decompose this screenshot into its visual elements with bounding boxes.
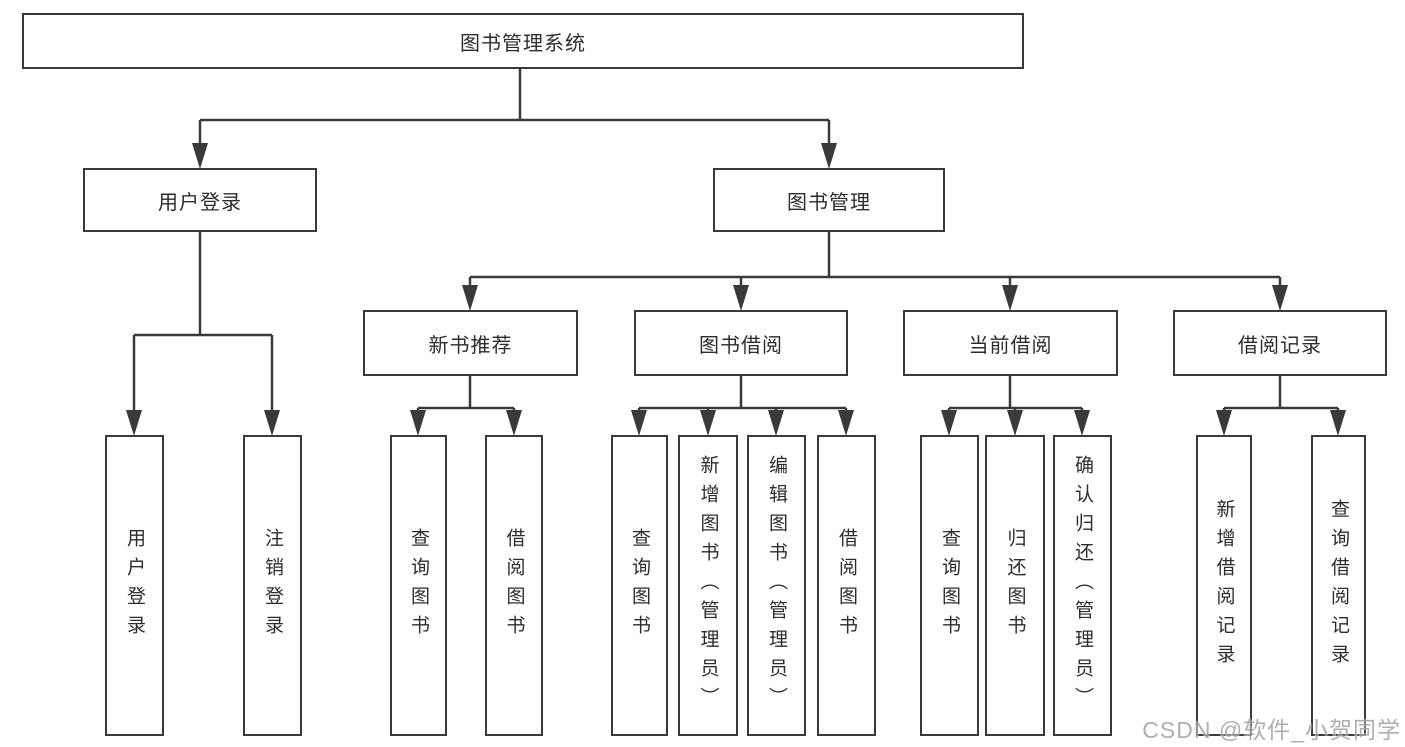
- leaf-logout-label: 注销登录: [262, 527, 283, 644]
- leaf-query-books-borrow-label: 查询图书: [629, 527, 650, 644]
- leaf-add-book-admin-label: 新增图书（管理员）: [697, 455, 719, 716]
- node-user-login: 用户登录: [83, 168, 317, 232]
- leaf-user-login-label: 用户登录: [124, 527, 145, 644]
- leaf-query-books-recommend: 查询图书: [390, 435, 447, 736]
- node-book-management: 图书管理: [713, 168, 945, 232]
- arrowhead: [768, 410, 784, 436]
- arrowhead: [1007, 410, 1023, 436]
- node-root: 图书管理系统: [22, 13, 1024, 69]
- leaf-edit-book-admin: 编辑图书（管理员）: [747, 435, 806, 736]
- arrowhead: [462, 285, 478, 311]
- arrowhead: [1074, 410, 1090, 436]
- arrowhead: [1330, 410, 1346, 436]
- leaf-query-books-current: 查询图书: [920, 435, 979, 736]
- arrowhead: [700, 410, 716, 436]
- arrowheads: [126, 143, 1346, 436]
- node-new-book-recommendation: 新书推荐: [363, 310, 578, 376]
- arrowhead: [1216, 410, 1232, 436]
- arrowhead: [821, 143, 837, 169]
- leaf-confirm-return-admin-label: 确认归还（管理员）: [1072, 455, 1093, 716]
- leaf-query-books-borrow: 查询图书: [611, 435, 668, 736]
- leaf-query-borrow-record-label: 查询借阅记录: [1328, 498, 1349, 673]
- leaf-return-books: 归还图书: [985, 435, 1045, 736]
- arrowhead: [838, 410, 854, 436]
- arrowhead: [126, 410, 142, 436]
- leaf-borrow-books-recommend-label: 借阅图书: [503, 527, 525, 644]
- leaf-borrow-books-recommend: 借阅图书: [485, 435, 543, 736]
- leaf-query-borrow-record: 查询借阅记录: [1311, 435, 1366, 736]
- leaf-edit-book-admin-label: 编辑图书（管理员）: [766, 455, 787, 716]
- arrowhead: [631, 410, 647, 436]
- leaf-query-books-recommend-label: 查询图书: [408, 527, 429, 644]
- node-current-borrow: 当前借阅: [903, 310, 1118, 376]
- leaf-confirm-return-admin: 确认归还（管理员）: [1053, 435, 1112, 736]
- leaf-logout: 注销登录: [243, 435, 302, 736]
- arrowhead: [1272, 285, 1288, 311]
- arrowhead: [192, 143, 208, 169]
- leaf-add-borrow-record: 新增借阅记录: [1196, 435, 1252, 736]
- arrowhead: [1002, 285, 1018, 311]
- leaf-add-book-admin: 新增图书（管理员）: [678, 435, 738, 736]
- node-borrow-records: 借阅记录: [1173, 310, 1387, 376]
- leaf-borrow-books-label: 借阅图书: [836, 527, 857, 644]
- arrowhead: [733, 285, 749, 311]
- node-book-borrow: 图书借阅: [634, 310, 848, 376]
- arrowhead: [410, 410, 426, 436]
- leaf-return-books-label: 归还图书: [1004, 527, 1026, 644]
- leaf-borrow-books: 借阅图书: [817, 435, 876, 736]
- connector-stems: [132, 69, 1340, 413]
- arrowhead: [941, 410, 957, 436]
- leaf-user-login: 用户登录: [105, 435, 164, 736]
- arrowhead: [506, 410, 522, 436]
- leaf-add-borrow-record-label: 新增借阅记录: [1213, 498, 1235, 673]
- leaf-query-books-current-label: 查询图书: [939, 527, 960, 644]
- arrowhead: [264, 410, 280, 436]
